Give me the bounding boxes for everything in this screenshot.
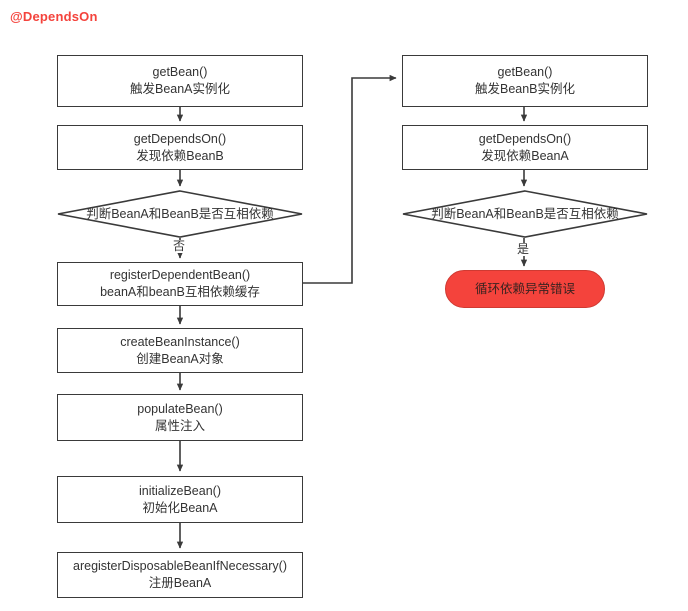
node-label-line2: 触发BeanA实例化 — [129, 82, 231, 96]
node-left-populatebean[interactable]: populateBean() 属性注入 — [57, 394, 303, 441]
node-label-line1: 判断BeanA和BeanB是否互相依赖 — [86, 207, 274, 221]
node-label-line1: getDependsOn() — [133, 131, 227, 146]
node-label-line2: 初始化BeanA — [142, 500, 218, 515]
node-label-line2: 发现依赖BeanB — [136, 148, 224, 163]
node-left-getbean[interactable]: getBean() 触发BeanA实例化 — [57, 55, 303, 107]
node-label-line1: registerDependentBean() — [109, 268, 251, 282]
node-label-line1: aregisterDisposableBeanIfNecessary() — [73, 559, 287, 573]
node-label-line1: getBean() — [152, 65, 208, 79]
node-right-getdependson[interactable]: getDependsOn() 发现依赖BeanA — [402, 125, 648, 170]
node-label-line2: beanA和beanB互相依赖缓存 — [100, 285, 260, 299]
node-label-line2: 属性注入 — [154, 418, 205, 433]
diamond-shape — [402, 190, 648, 238]
node-left-getdependson[interactable]: getDependsOn() 发现依赖BeanB — [57, 125, 303, 170]
node-left-registerdependentbean[interactable]: registerDependentBean() beanA和beanB互相依赖缓… — [57, 262, 303, 306]
connector-cross-to-right — [302, 74, 397, 284]
page-title: @DependsOn — [10, 9, 98, 24]
node-label-line2: 触发BeanB实例化 — [474, 82, 576, 96]
node-left-initializebean[interactable]: initializeBean() 初始化BeanA — [57, 476, 303, 523]
node-right-decision[interactable]: 判断BeanA和BeanB是否互相依赖 — [402, 190, 648, 238]
node-left-registerdisposablebean[interactable]: aregisterDisposableBeanIfNecessary() 注册B… — [57, 552, 303, 598]
edge-label-left-no: 否 — [172, 239, 187, 253]
node-label-line1: getDependsOn() — [478, 131, 572, 146]
node-label-line1: createBeanInstance() — [120, 334, 240, 349]
node-label-line2: 创建BeanA对象 — [136, 351, 224, 366]
node-left-decision[interactable]: 判断BeanA和BeanB是否互相依赖 — [57, 190, 303, 238]
node-label-line2: 发现依赖BeanA — [481, 148, 569, 163]
node-label-line2: 注册BeanA — [148, 576, 212, 590]
node-left-createbeaninstance[interactable]: createBeanInstance() 创建BeanA对象 — [57, 328, 303, 373]
node-label-line1: initializeBean() — [139, 483, 221, 498]
node-label-line1: getBean() — [497, 65, 553, 79]
node-right-circular-dependency-error[interactable]: 循环依赖异常错误 — [445, 270, 605, 308]
node-label-line1: 判断BeanA和BeanB是否互相依赖 — [431, 207, 619, 221]
node-label-line1: populateBean() — [137, 401, 223, 416]
node-right-getbean[interactable]: getBean() 触发BeanB实例化 — [402, 55, 648, 107]
node-label-line1: 循环依赖异常错误 — [474, 281, 575, 296]
diamond-shape — [57, 190, 303, 238]
edge-label-right-yes: 是 — [516, 242, 531, 256]
